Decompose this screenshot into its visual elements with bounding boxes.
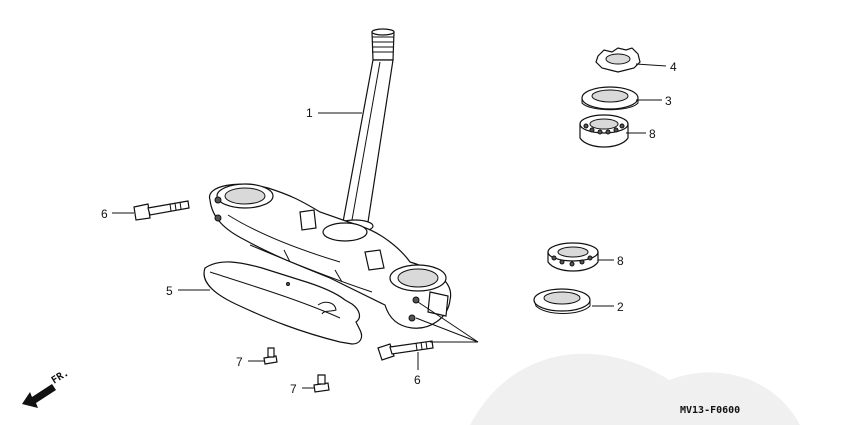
watermark-logo	[470, 353, 800, 425]
stem-nut-part	[595, 47, 641, 73]
front-direction-label: FR.	[50, 368, 71, 387]
leader-lines	[112, 63, 667, 389]
screw-7-a-part	[263, 347, 278, 365]
callout-5: 5	[166, 284, 173, 298]
callout-7-b: 7	[290, 382, 297, 396]
bearing-lower-part	[547, 242, 599, 272]
bearing-upper-part	[579, 114, 629, 148]
steering-stem-bridge	[209, 183, 452, 329]
callout-7-a: 7	[236, 355, 243, 369]
plate-part	[203, 261, 363, 345]
callout-1: 1	[306, 106, 313, 120]
steering-stem-part	[336, 28, 395, 233]
callout-2: 2	[617, 300, 624, 314]
screw-7-b-part	[313, 374, 330, 393]
callout-6-lower: 6	[414, 373, 421, 387]
callout-8-lower: 8	[617, 254, 624, 268]
callout-8-upper: 8	[649, 127, 656, 141]
bolt-6-upper-part	[133, 200, 190, 221]
diagram-code: MV13-F0600	[680, 405, 740, 416]
dust-seal-lower-part	[533, 288, 591, 314]
callout-4: 4	[670, 60, 677, 74]
bolt-6-lower-part	[377, 340, 434, 361]
callout-3: 3	[665, 94, 672, 108]
callout-6-upper: 6	[101, 207, 108, 221]
dust-seal-part	[581, 86, 639, 111]
front-direction-arrow-icon	[22, 384, 56, 408]
